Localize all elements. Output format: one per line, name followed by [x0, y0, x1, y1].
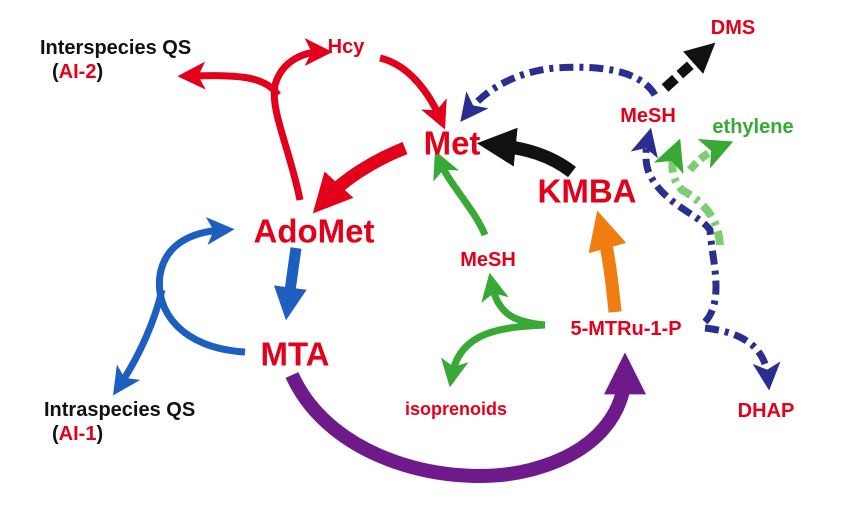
intraspecies-qs-code: (AI-1) — [52, 423, 104, 445]
ai-2-label: AI-2 — [58, 61, 97, 83]
arrow-mta-to-mtru — [285, 352, 646, 483]
node-adomet: AdoMet — [253, 212, 375, 250]
interspecies-qs-label: Interspecies QS (AI-2) — [40, 38, 191, 82]
arrow-adomet-to-ai2 — [177, 61, 281, 98]
node-hcy: Hcy — [327, 36, 365, 58]
intraspecies-qs-title: Intraspecies QS — [44, 399, 196, 421]
node-isoprenoids: isoprenoids — [404, 399, 508, 419]
arrow-mesh-to-met — [433, 150, 489, 237]
node-kmba: KMBA — [537, 172, 637, 210]
arrow-to-ethylene-tip — [686, 139, 734, 173]
interspecies-qs-code: (AI-2) — [52, 61, 104, 83]
node-mesh-center: MeSH — [460, 249, 516, 271]
interspecies-qs-title: Interspecies QS — [40, 37, 192, 59]
arrow-kmba-to-met — [476, 127, 576, 178]
arrow-mesh-to-dms — [661, 42, 716, 92]
arrow-adomet-to-mta — [273, 247, 307, 321]
arrow-mtru-to-dhap — [704, 324, 781, 391]
arrow-mesh-right-to-met — [460, 63, 658, 122]
node-dms: DMS — [710, 17, 756, 39]
node-mesh-right: MeSH — [620, 105, 676, 127]
arrow-to-ethylene — [653, 138, 724, 246]
arrow-adomet-to-hcy — [270, 38, 333, 201]
node-5-mtru-1-p: 5-MTRu-1-P — [570, 318, 682, 340]
node-dhap: DHAP — [737, 400, 795, 422]
arrow-mtru-to-mesh — [481, 272, 546, 329]
arrow-hcy-to-met — [379, 54, 447, 130]
node-met: Met — [423, 124, 481, 162]
arrow-mtru-to-kmba — [588, 210, 627, 313]
intraspecies-qs-label: Intraspecies QS (AI-1) — [44, 400, 195, 444]
arrow-mtru-to-isoprenoids — [440, 321, 546, 388]
arrow-met-to-adomet — [312, 141, 408, 214]
node-ethylene: ethylene — [712, 116, 794, 138]
arrow-mta-to-ai1 — [113, 289, 166, 396]
arrow-mtru-to-mesh-right — [630, 127, 720, 325]
arrow-mta-to-adomet-loop — [155, 216, 246, 356]
node-mta: MTA — [260, 335, 330, 373]
ai-1-label: AI-1 — [58, 423, 97, 445]
